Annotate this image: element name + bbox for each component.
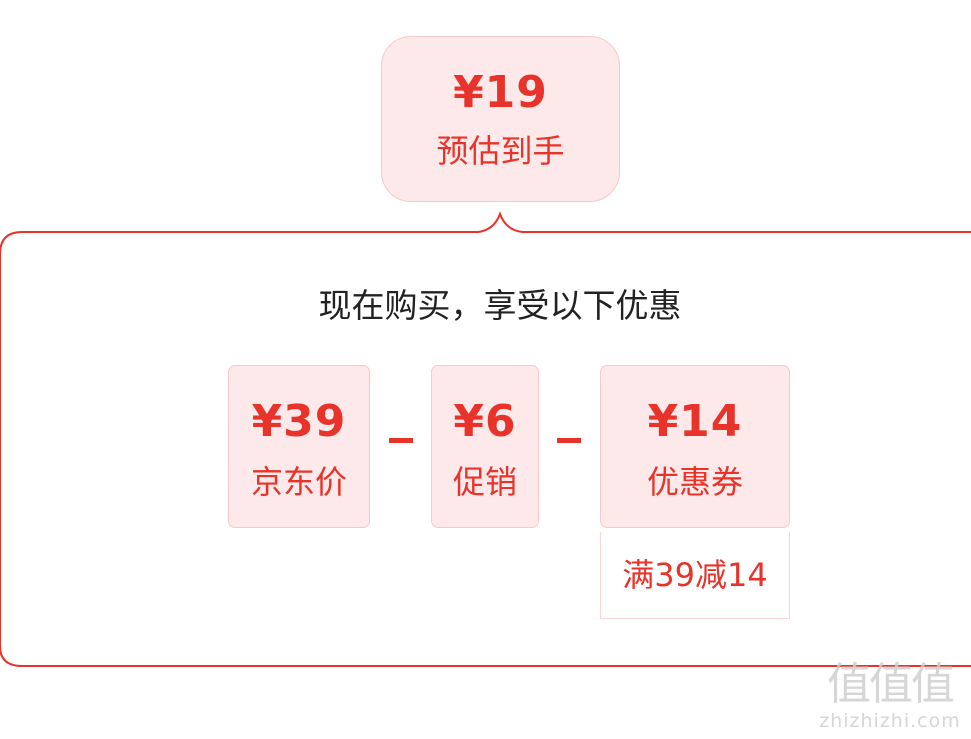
jd-price-label: 京东价: [250, 463, 347, 501]
jd-price-value: ¥39: [251, 396, 347, 447]
estimated-price-value: ¥19: [453, 67, 548, 118]
minus-operator-2: [557, 438, 581, 443]
promotion-card: ¥6 促销: [431, 365, 539, 528]
coupon-label: 优惠券: [646, 463, 743, 501]
estimated-price-card: ¥19 预估到手: [381, 36, 620, 202]
offer-headline: 现在购买，享受以下优惠: [318, 286, 682, 325]
coupon-condition: 满39减14: [600, 532, 790, 619]
estimated-price-label: 预估到手: [436, 132, 565, 170]
jd-price-card: ¥39 京东价: [228, 365, 370, 528]
minus-operator-1: [389, 438, 413, 443]
promotion-label: 促销: [452, 463, 517, 501]
coupon-card: ¥14 优惠券: [600, 365, 790, 528]
watermark-url: zhizhizhi.com: [819, 710, 961, 732]
site-watermark: 值值值 zhizhizhi.com: [815, 659, 965, 733]
watermark-logo: 值值值: [827, 659, 955, 710]
promotion-value: ¥6: [453, 396, 517, 447]
coupon-value: ¥14: [647, 396, 743, 447]
